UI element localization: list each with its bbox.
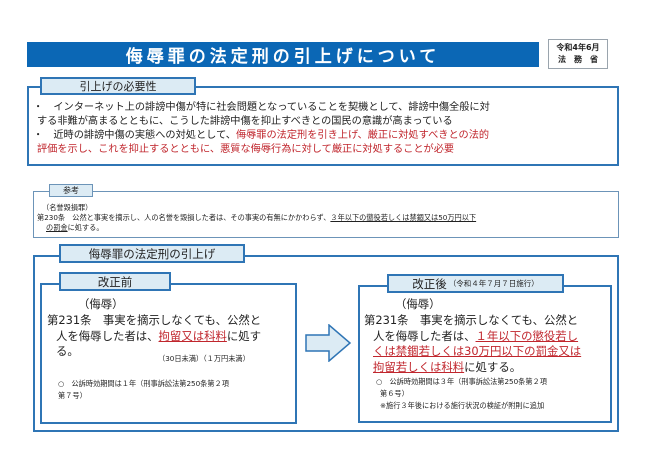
after-effective-date: （令和４年７月７日施行） xyxy=(448,279,539,288)
after-limitation: ○ 公訴時効期間は３年（刑事訴訟法第250条第２項 第６号） ※施行３年後におけ… xyxy=(376,376,547,412)
before-heading: （侮辱） xyxy=(78,297,124,311)
necessity-section xyxy=(27,86,619,166)
reference-section xyxy=(33,191,619,238)
after-line4-end: に処する。 xyxy=(464,359,522,374)
divider xyxy=(27,86,41,88)
divider xyxy=(40,283,60,285)
necessity-bullet-2: ・ 近時の誹謗中傷の実態への対処として、侮辱罪の法定刑を引き上げ、厳正に対処すべ… xyxy=(33,129,489,157)
before-line2: 人を侮辱した者は、拘留又は科料に処す xyxy=(47,329,261,345)
reference-end: に処する。 xyxy=(67,223,104,232)
before-article: 第231条 事実を摘示しなくても、公然と 人を侮辱した者は、拘留又は科料に処す … xyxy=(47,313,261,360)
after-box xyxy=(358,285,612,423)
before-tab: 改正前 xyxy=(59,272,171,291)
after-penalty-3: 拘留若しくは科料 xyxy=(373,359,465,374)
after-heading: （侮辱） xyxy=(395,297,441,311)
divider xyxy=(195,86,619,88)
before-box xyxy=(40,283,297,424)
before-note: （30日未満）（１万円未満） xyxy=(158,354,250,363)
after-tab: 改正後（令和４年７月７日施行） xyxy=(387,274,564,293)
penalty-tab: 侮辱罪の法定刑の引上げ xyxy=(59,244,245,263)
after-penalty-2: くは禁錮若しくは30万円以下の罰金又は xyxy=(373,344,582,358)
divider xyxy=(92,191,619,192)
after-verification-note: ※施行３年後における施行状況の検証が附則に追加 xyxy=(380,401,545,410)
before-line2-plain: 人を侮辱した者は、 xyxy=(56,328,159,343)
divider xyxy=(170,283,297,285)
before-limitation-line2: 第７号） xyxy=(58,391,87,400)
after-penalty-1: １年以下の懲役若し xyxy=(475,328,579,343)
bullet2-emphasis: 侮辱罪の法定刑を引き上げ、厳正に対処すべきとの法的 xyxy=(235,130,490,141)
divider xyxy=(244,255,619,257)
after-line1: 第231条 事実を摘示しなくても、公然と xyxy=(364,313,579,327)
reference-tab: 参考 xyxy=(49,184,93,197)
reference-heading: （名誉毀損罪） xyxy=(42,203,93,212)
reference-fine: の罰金 xyxy=(46,223,68,232)
reference-article-line1: 第230条 公然と事実を摘示し、人の名誉を毀損した者は、その事実の有無にかかわら… xyxy=(37,213,476,223)
divider xyxy=(563,285,612,287)
page-title: 侮辱罪の法定刑の引上げについて xyxy=(27,42,539,67)
date-issuer-box: 令和4年6月 法 務 省 xyxy=(548,39,608,69)
date-label: 令和4年6月 xyxy=(556,43,600,52)
bullet2-line2: 評価を示し、これを抑止するとともに、悪質な侮辱行為に対して厳正に対処することが必… xyxy=(37,144,455,155)
before-line1: 第231条 事実を摘示しなくても、公然と xyxy=(47,313,262,327)
before-limitation-line1: ○ 公訴時効期間は１年（刑事訴訟法第250条第２項 xyxy=(58,379,229,388)
before-line3: る。 xyxy=(56,344,79,358)
after-article: 第231条 事実を摘示しなくても、公然と 人を侮辱した者は、１年以下の懲役若し … xyxy=(364,313,581,375)
reference-article-penalty: ３年以下の懲役若しくは禁錮又は50万円以下 xyxy=(330,213,477,222)
divider xyxy=(33,191,49,192)
after-limitation-line2: 第６号） xyxy=(380,389,409,398)
bullet1-line2: する非難が高まるとともに、こうした誹謗中傷を抑止すべきとの国民の意識が高まってい… xyxy=(37,116,453,127)
right-arrow-icon xyxy=(305,324,351,362)
after-limitation-line1: ○ 公訴時効期間は３年（刑事訴訟法第250条第２項 xyxy=(376,377,547,386)
after-line4: 拘留若しくは科料に処する。 xyxy=(364,360,581,376)
reference-article-plain: 第230条 公然と事実を摘示し、人の名誉を毀損した者は、その事実の有無にかかわら… xyxy=(37,213,331,222)
divider xyxy=(33,255,60,257)
before-limitation: ○ 公訴時効期間は１年（刑事訴訟法第250条第２項 第７号） xyxy=(58,378,229,402)
after-line2-plain: 人を侮辱した者は、 xyxy=(373,328,476,343)
bullet2-line1: ・ 近時の誹謗中傷の実態への対処として、侮辱罪の法定刑を引き上げ、厳正に対処すべ… xyxy=(33,129,489,143)
before-line2-end: に処す xyxy=(226,328,262,343)
divider xyxy=(358,285,388,287)
issuer-label: 法 務 省 xyxy=(558,55,598,64)
after-tab-label: 改正後 xyxy=(412,276,447,291)
bullet2-plain: ・ 近時の誹謗中傷の実態への対処として、 xyxy=(33,130,236,141)
reference-article-line2: の罰金に処する。 xyxy=(46,223,104,233)
necessity-bullet-1: ・ インターネット上の誹謗中傷が特に社会問題となっていることを契機として、誹謗中… xyxy=(33,101,490,129)
after-line2: 人を侮辱した者は、１年以下の懲役若し xyxy=(364,329,581,345)
before-penalty: 拘留又は科料 xyxy=(158,328,227,343)
bullet1-line1: ・ インターネット上の誹謗中傷が特に社会問題となっていることを契機として、誹謗中… xyxy=(33,102,490,113)
necessity-tab: 引上げの必要性 xyxy=(40,77,196,95)
